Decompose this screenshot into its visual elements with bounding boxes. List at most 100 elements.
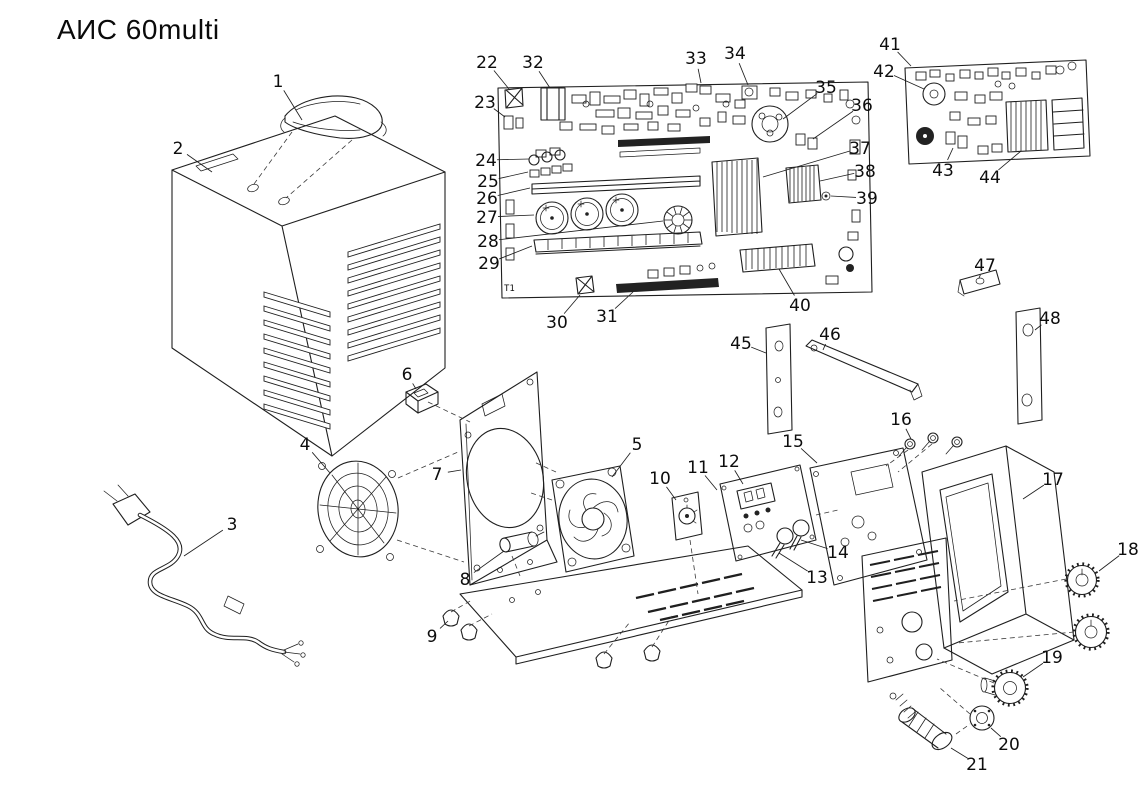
part-bracket-48 bbox=[1015, 307, 1043, 425]
part-leader-line-17 bbox=[1022, 484, 1045, 500]
part-number-label-47: 47 bbox=[974, 256, 996, 276]
pcb-bus-bar-26 bbox=[531, 175, 701, 195]
part-dial-knob bbox=[980, 669, 1029, 707]
part-leader-line-39 bbox=[830, 195, 857, 198]
part-leader-line-41 bbox=[897, 51, 912, 67]
part-number-label-25: 25 bbox=[477, 172, 499, 192]
part-leader-line-26 bbox=[497, 187, 531, 196]
part-front-lower-panel bbox=[861, 537, 953, 683]
part-leader-line-4 bbox=[311, 452, 331, 474]
part-leader-line-3 bbox=[183, 529, 224, 557]
part-leader-line-7 bbox=[447, 469, 462, 473]
cover-right-louvers bbox=[347, 223, 441, 362]
part-leader-line-47 bbox=[978, 274, 981, 279]
part-leader-line-18 bbox=[1098, 555, 1120, 572]
part-number-label-4: 4 bbox=[300, 435, 311, 455]
part-leader-line-37 bbox=[762, 150, 850, 178]
part-leader-line-46 bbox=[822, 343, 826, 351]
part-number-label-9: 9 bbox=[427, 627, 438, 647]
part-panel-socket bbox=[969, 705, 995, 731]
part-main-pcb: T1 bbox=[497, 81, 873, 299]
pcb-bus-bar-29 bbox=[533, 231, 703, 255]
part-number-label-22: 22 bbox=[476, 53, 498, 73]
part-number-label-2: 2 bbox=[173, 139, 184, 159]
pcb-ic-field bbox=[535, 83, 861, 158]
part-number-label-20: 20 bbox=[998, 735, 1020, 755]
part-bracket-45 bbox=[765, 323, 793, 435]
part-leader-line-45 bbox=[751, 346, 767, 354]
part-leader-line-23 bbox=[493, 108, 506, 118]
part-leader-line-10 bbox=[666, 486, 677, 501]
part-leader-line-24 bbox=[496, 158, 530, 161]
part-rubber-feet bbox=[442, 609, 661, 669]
part-number-label-19: 19 bbox=[1041, 648, 1063, 668]
part-leader-line-42 bbox=[893, 75, 925, 90]
part-number-label-21: 21 bbox=[966, 755, 988, 775]
part-leader-line-35 bbox=[782, 93, 818, 120]
part-number-label-24: 24 bbox=[475, 151, 497, 171]
part-number-label-36: 36 bbox=[851, 96, 873, 116]
part-leader-line-1 bbox=[283, 90, 303, 121]
part-number-label-40: 40 bbox=[789, 296, 811, 316]
part-knobs bbox=[1064, 562, 1110, 651]
part-number-label-18: 18 bbox=[1117, 540, 1139, 560]
front-panel-vent-slots bbox=[869, 550, 942, 602]
part-number-label-43: 43 bbox=[932, 161, 954, 181]
part-leader-line-28 bbox=[498, 220, 664, 241]
part-number-label-16: 16 bbox=[890, 410, 912, 430]
pcb-inductor-40 bbox=[739, 243, 816, 273]
part-leader-line-36 bbox=[812, 110, 854, 140]
part-number-label-39: 39 bbox=[856, 189, 878, 209]
part-number-label-31: 31 bbox=[596, 307, 618, 327]
part-number-label-42: 42 bbox=[873, 62, 895, 82]
part-number-label-17: 17 bbox=[1042, 470, 1064, 490]
part-number-label-7: 7 bbox=[432, 465, 443, 485]
part-fan-grille bbox=[316, 460, 399, 561]
part-leader-line-12 bbox=[734, 470, 744, 485]
aux-pcb-ic-field bbox=[915, 61, 1077, 155]
part-potentiometers bbox=[771, 519, 810, 559]
part-number-label-45: 45 bbox=[730, 334, 752, 354]
part-handle bbox=[280, 95, 387, 139]
part-number-label-44: 44 bbox=[979, 168, 1001, 188]
part-leader-line-40 bbox=[778, 268, 795, 296]
part-leader-line-25 bbox=[498, 171, 529, 180]
pcb-resistor-row-25 bbox=[529, 163, 573, 178]
part-number-label-13: 13 bbox=[806, 568, 828, 588]
part-leader-line-32 bbox=[538, 70, 551, 89]
part-leader-line-5 bbox=[611, 452, 631, 478]
pcb-silkscreen-mark: T1 bbox=[504, 284, 515, 294]
part-number-label-10: 10 bbox=[649, 469, 671, 489]
part-leader-line-15 bbox=[800, 448, 818, 464]
part-leader-line-31 bbox=[614, 291, 634, 309]
part-power-switch bbox=[405, 383, 439, 414]
pcb-capacitors-24 bbox=[528, 149, 566, 166]
part-number-label-34: 34 bbox=[724, 44, 746, 64]
part-leader-line-22 bbox=[493, 70, 510, 90]
part-leader-line-48 bbox=[1034, 324, 1042, 331]
part-number-label-5: 5 bbox=[632, 435, 643, 455]
pcb-heatsink-38 bbox=[785, 164, 822, 204]
part-number-label-15: 15 bbox=[782, 432, 804, 452]
part-number-label-37: 37 bbox=[849, 139, 871, 159]
part-bracket-46 bbox=[805, 339, 923, 401]
part-leader-line-14 bbox=[800, 539, 828, 550]
part-leader-line-11 bbox=[704, 475, 718, 491]
page-title: АИС 60multi bbox=[57, 14, 220, 45]
part-leader-line-21 bbox=[950, 747, 968, 759]
part-number-label-32: 32 bbox=[522, 53, 544, 73]
part-number-label-28: 28 bbox=[477, 232, 499, 252]
part-leader-line-30 bbox=[563, 294, 581, 314]
part-aux-pcb bbox=[904, 59, 1091, 165]
part-number-label-26: 26 bbox=[476, 189, 498, 209]
part-torch-connector bbox=[889, 692, 953, 751]
part-leader-line-2 bbox=[186, 153, 213, 173]
part-number-label-6: 6 bbox=[402, 365, 413, 385]
part-number-label-8: 8 bbox=[460, 570, 471, 590]
part-leader-line-34 bbox=[738, 63, 749, 86]
part-leader-line-44 bbox=[998, 150, 1022, 171]
part-leader-line-38 bbox=[819, 172, 855, 182]
